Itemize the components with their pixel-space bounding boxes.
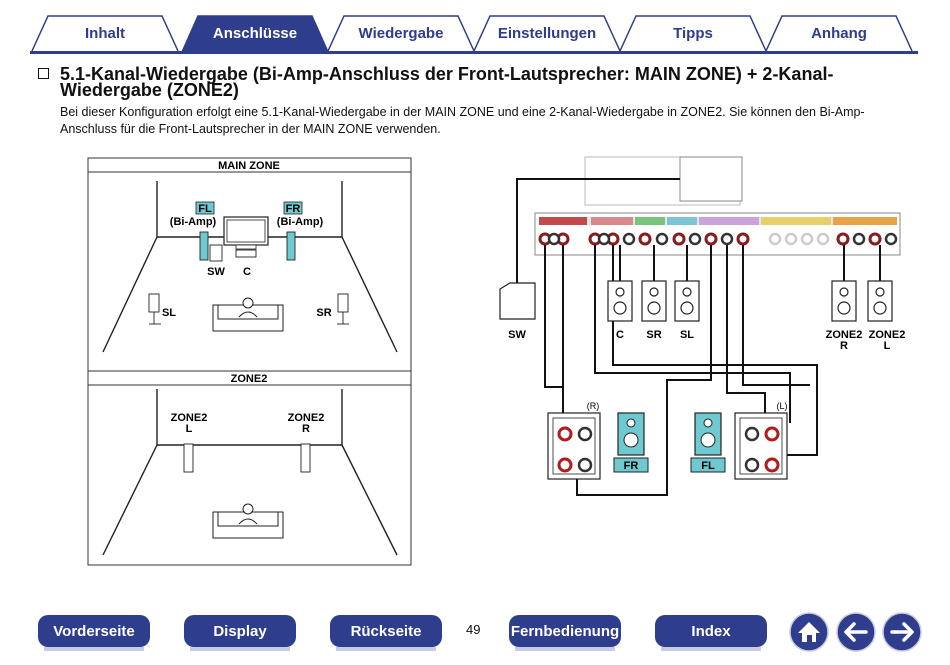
- wiring-zone2-l-sub: L: [884, 340, 891, 352]
- sw-speaker-icon: [209, 244, 223, 262]
- zone2-sofa-listener-icon: [212, 503, 284, 539]
- home-icon[interactable]: [789, 612, 829, 652]
- fr-label: FR: [286, 203, 301, 215]
- c-speaker-icon: [235, 249, 257, 258]
- sw-label: SW: [207, 266, 225, 278]
- sl-speaker-icon: [148, 293, 161, 325]
- tab-tipps[interactable]: Tipps: [618, 14, 768, 52]
- zone2-l-speaker-box-icon: [867, 280, 893, 322]
- nav-remote-button[interactable]: Fernbedienung: [509, 615, 621, 651]
- left-channel-label: (L): [777, 401, 788, 411]
- fl-label: FL: [198, 203, 212, 215]
- wiring-sl-label: SL: [680, 329, 694, 341]
- nav-display-button[interactable]: Display: [184, 615, 296, 651]
- tab-label: Tipps: [673, 24, 713, 42]
- button-shape: [509, 615, 621, 651]
- tab-label: Anschlüsse: [212, 24, 298, 42]
- zone2-r-speaker-icon: [300, 443, 311, 473]
- sr-speaker-icon: [337, 293, 349, 325]
- right-channel-label: (R): [587, 401, 600, 411]
- fr-bi-amp-terminal-icon: [547, 412, 601, 480]
- nav-index-button[interactable]: Index: [655, 615, 767, 651]
- fr-bi-amp-label: (Bi-Amp): [277, 216, 324, 228]
- nav-label: Fernbedienung: [510, 622, 620, 640]
- wiring-zone2-l-label: ZONE2: [869, 329, 906, 341]
- tab-shape: [765, 15, 913, 52]
- tab-label: Inhalt: [85, 24, 125, 42]
- zone2-r-label: ZONE2: [288, 412, 325, 424]
- tab-label: Anhang: [811, 24, 867, 42]
- tab-underline: [30, 51, 918, 54]
- tab-label: Einstellungen: [497, 24, 597, 42]
- tab-wiedergabe[interactable]: Wiedergabe: [326, 14, 476, 52]
- sr-label: SR: [316, 307, 331, 319]
- tab-label: Wiedergabe: [358, 24, 444, 42]
- button-shape: [184, 615, 296, 651]
- wiring-fl-label: FL: [701, 460, 715, 472]
- button-shape: [655, 615, 767, 651]
- tv-icon: [223, 216, 269, 250]
- tab-shape: [327, 15, 475, 52]
- zone2-l-label: ZONE2: [171, 412, 208, 424]
- main-zone-title: MAIN ZONE: [218, 160, 280, 172]
- wiring-sr-label: SR: [646, 329, 661, 341]
- receiver-rear-panel-icon: [534, 156, 901, 256]
- page-number: 49: [466, 622, 481, 637]
- tab-inhalt[interactable]: Inhalt: [30, 14, 180, 52]
- sl-label: SL: [162, 307, 176, 319]
- tab-bar: Inhalt Anschlüsse Wiedergabe Einstellung…: [30, 14, 918, 54]
- wiring-diagram: SW C SR SL ZONE2 R ZONE2 L (R) FR (L) FL: [499, 156, 906, 496]
- zone2-r-sub: R: [302, 423, 310, 435]
- tab-shape: [473, 15, 621, 52]
- fr-speaker-icon: [286, 231, 296, 261]
- tab-anhang[interactable]: Anhang: [764, 14, 914, 52]
- arrow-right-icon[interactable]: [882, 612, 922, 652]
- fl-bi-amp-terminal-icon: [734, 412, 788, 480]
- c-label: C: [243, 266, 251, 278]
- fl-speaker-box-icon: [694, 412, 722, 456]
- tab-shape: [619, 15, 767, 52]
- main-room-outline: [102, 181, 398, 353]
- c-speaker-box-icon: [607, 280, 633, 322]
- tab-shape: [181, 15, 329, 52]
- tab-shape: [31, 15, 179, 52]
- section-title: 5.1-Kanal-Wiedergabe (Bi-Amp-Anschluss d…: [60, 64, 834, 100]
- fr-badge: [283, 201, 303, 215]
- sofa-listener-icon: [212, 297, 284, 332]
- tab-anschluesse[interactable]: Anschlüsse: [180, 14, 330, 52]
- nav-label: Rückseite: [350, 622, 422, 640]
- nav-label: Index: [691, 622, 731, 640]
- checkbox-bullet-icon: [38, 68, 49, 79]
- wiring-c-label: C: [616, 329, 624, 341]
- zone2-title: ZONE2: [231, 373, 268, 385]
- fl-speaker-icon: [199, 231, 209, 261]
- sl-speaker-box-icon: [674, 280, 700, 322]
- room-diagram: MAIN ZONE FL FR (Bi-Amp) (Bi-Amp) SW C S…: [87, 157, 412, 566]
- wiring-zone2-r-label: ZONE2: [826, 329, 863, 341]
- nav-label: Vorderseite: [53, 622, 135, 640]
- nav-rear-panel-button[interactable]: Rückseite: [330, 615, 442, 651]
- zone2-r-speaker-box-icon: [831, 280, 857, 322]
- nav-front-panel-button[interactable]: Vorderseite: [38, 615, 150, 651]
- zone2-l-sub: L: [186, 423, 193, 435]
- nav-label: Display: [213, 622, 267, 640]
- tab-einstellungen[interactable]: Einstellungen: [472, 14, 622, 52]
- button-shape: [38, 615, 150, 651]
- wiring-fr-label: FR: [624, 460, 639, 472]
- subwoofer-icon: [499, 282, 536, 320]
- button-shape: [330, 615, 442, 651]
- arrow-left-icon[interactable]: [836, 612, 876, 652]
- fl-bi-amp-label: (Bi-Amp): [170, 216, 217, 228]
- zone2-l-speaker-icon: [183, 443, 194, 473]
- fl-badge: [195, 201, 215, 215]
- wiring-zone2-r-sub: R: [840, 340, 848, 352]
- sr-speaker-box-icon: [641, 280, 667, 322]
- wiring-sw-label: SW: [508, 329, 526, 341]
- intro-paragraph: Bei dieser Konfiguration erfolgt eine 5.…: [60, 105, 865, 136]
- fr-speaker-box-icon: [617, 412, 645, 456]
